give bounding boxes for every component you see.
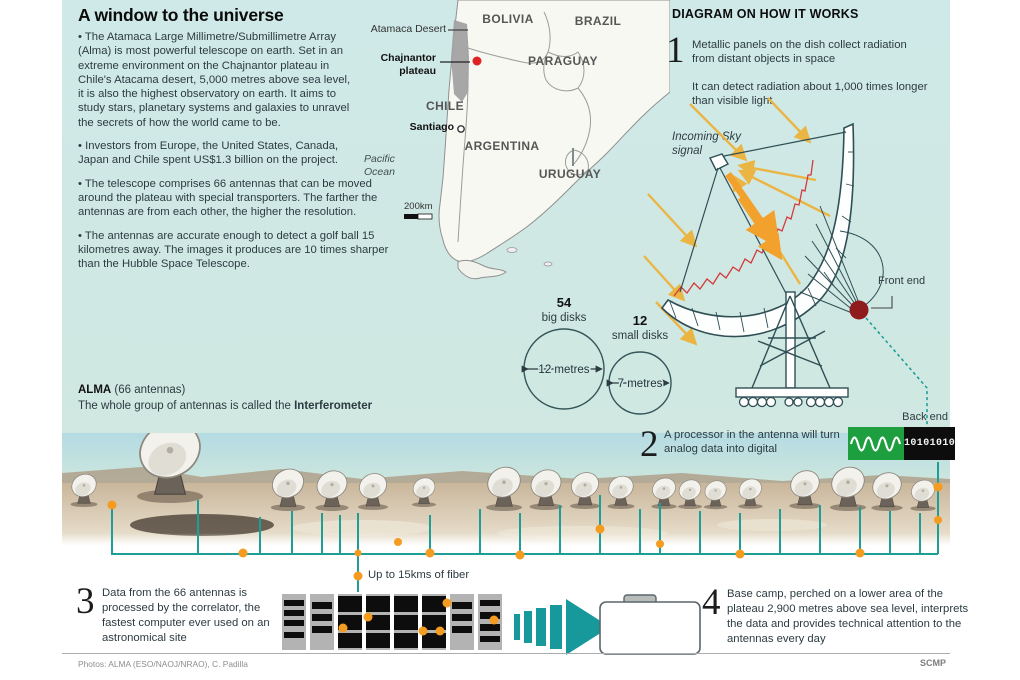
- diagram-header: DIAGRAM ON HOW IT WORKS: [672, 7, 859, 21]
- alma-bold: ALMA: [78, 384, 112, 396]
- brand-credit: SCMP: [919, 658, 946, 668]
- santiago-marker: [457, 125, 465, 133]
- bullet-3: The telescope comprises 66 antennas that…: [78, 177, 402, 220]
- map-label-chile: CHILE: [426, 99, 464, 113]
- interferometer-bold: Interferometer: [294, 400, 373, 412]
- bullet-1: The Atamaca Large Millimetre/Submillimet…: [78, 30, 356, 130]
- step1-number: 1: [666, 30, 685, 71]
- map-scale-label: 200km: [404, 201, 433, 212]
- step3-number: 3: [76, 581, 95, 622]
- bullet-4: The antennas are accurate enough to dete…: [78, 229, 402, 272]
- map-label-bolivia: BOLIVIA: [482, 12, 534, 26]
- big-disks-label: big disks: [542, 312, 587, 324]
- south-america-map: Atamaca Desert Chajnantor plateau BOLIVI…: [340, 0, 671, 292]
- map-tierra-del-fuego: [457, 259, 507, 280]
- sine-wave-icon: [849, 436, 902, 452]
- step1-subtext: It can detect radiation about 1,000 time…: [692, 81, 928, 107]
- back-end-label: Back end: [902, 411, 948, 423]
- front-end-label-line1: Front end: [878, 275, 925, 287]
- map-atacama-strip: [451, 20, 469, 102]
- step2-number: 2: [640, 424, 659, 465]
- step1-text: Metallic panels on the dish collect radi…: [692, 39, 907, 65]
- map-label-argentina: ARGENTINA: [464, 139, 540, 153]
- infographic-canvas: A window to the universe The Atamaca Lar…: [62, 0, 968, 680]
- digital-bits-text: 10101010: [904, 438, 956, 449]
- base-camp-folder-icon: [599, 594, 701, 655]
- page-title: A window to the universe: [78, 5, 284, 25]
- front-end-dot: [849, 300, 869, 320]
- analog-digital-box: 10101010: [848, 427, 956, 460]
- incoming-sky-signal-label: Incoming Sky signal: [672, 131, 742, 157]
- fiber-network-overlay: [107, 462, 943, 592]
- data-flow-arrow: [514, 599, 610, 655]
- step4-text: Base camp, perched on a lower area of th…: [727, 588, 969, 645]
- map-label-paraguay: PARAGUAY: [528, 54, 598, 68]
- step4-number: 4: [702, 582, 721, 623]
- big-disks-diameter: 12 metres: [538, 364, 589, 376]
- map-label-pacific-ocean: Pacific Ocean: [364, 153, 395, 178]
- small-disks-diameter: 7 metres: [618, 378, 663, 390]
- map-label-uruguay: URUGUAY: [538, 167, 602, 181]
- interferometer-line: The whole group of antennas is called th…: [78, 400, 372, 412]
- step3-text: Data from the 66 antennas is processed b…: [102, 587, 270, 644]
- step2-text: A processor in the antenna will turn ana…: [664, 429, 840, 455]
- antenna-array-photo: [62, 433, 950, 545]
- map-label-chajnantor: Chajnantor plateau: [380, 52, 436, 77]
- map-label-brazil: BRAZIL: [574, 14, 622, 28]
- fiber-length-label: Up to 15kms of fiber: [368, 569, 470, 581]
- interferometer-prefix: The whole group of antennas is called th…: [78, 400, 295, 412]
- correlator-graphic: [282, 594, 502, 650]
- intro-bullets: The Atamaca Large Millimetre/Submillimet…: [78, 30, 402, 382]
- digital-bits-panel: 10101010: [904, 427, 956, 460]
- dish-diagram: Front end: [643, 97, 928, 428]
- map-graphic: [404, 0, 671, 280]
- map-label-santiago: Santiago: [409, 121, 454, 133]
- chajnantor-dot: [472, 56, 482, 66]
- map-label-atacama-desert: Atamaca Desert: [370, 23, 446, 35]
- bullet-2: Investors from Europe, the United States…: [78, 139, 356, 168]
- small-disks-label: small disks: [612, 330, 668, 342]
- big-disks-count: 54: [557, 295, 572, 310]
- alma-rest: (66 antennas): [111, 384, 186, 396]
- map-land: [438, 0, 671, 263]
- photo-credit: Photos: ALMA (ESO/NAOJ/NRAO), C. Padilla: [78, 659, 248, 669]
- analog-wave-panel: [848, 427, 904, 460]
- small-disks-count: 12: [633, 313, 647, 328]
- footer-rule: [62, 653, 950, 654]
- alma-label-line: ALMA (66 antennas): [78, 384, 185, 396]
- disks-comparison: 54 big disks 12 metres 12 small disks 7 …: [521, 295, 672, 415]
